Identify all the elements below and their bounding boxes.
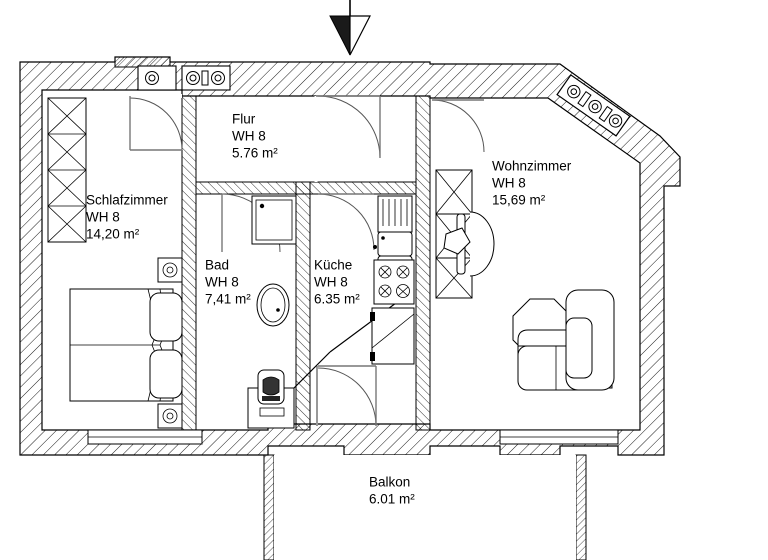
window-top-center [181, 65, 231, 91]
bedroom-outlet-top [157, 257, 183, 283]
room-name-flur: Flur [232, 112, 256, 127]
room-label-flur: Flur WH 8 5.76 m² [232, 112, 278, 161]
stove-four-burner [373, 259, 415, 305]
washbasin [247, 351, 331, 429]
interior-walls [181, 95, 431, 431]
room-unit-flur: WH 8 [232, 129, 266, 144]
window-bedroom-bottom [87, 429, 203, 445]
window-balcony-living [499, 429, 619, 445]
door-entry [314, 95, 381, 182]
radiator [377, 195, 413, 233]
room-label-balkon: Balkon 6.01 m² [369, 475, 415, 507]
room-unit-bad: WH 8 [205, 275, 239, 290]
room-name-wohnzimmer: Wohnzimmer [492, 159, 572, 174]
toilet [256, 283, 290, 327]
window-angled-wall [556, 74, 631, 137]
north-arrow-icon [329, 0, 371, 56]
shower [251, 195, 297, 245]
room-area-bad: 7,41 m² [205, 292, 251, 307]
room-name-bad: Bad [205, 258, 229, 273]
bedroom-outlet-bottom [157, 403, 183, 429]
door-bedroom [129, 94, 183, 151]
room-area-kueche: 6.35 m² [314, 292, 360, 307]
wardrobe [47, 97, 87, 243]
room-area-wohnzimmer: 15,69 m² [492, 193, 546, 208]
window-top-left [137, 65, 177, 91]
room-unit-wohnzimmer: WH 8 [492, 176, 526, 191]
room-label-schlafzimmer: Schlafzimmer WH 8 14,20 m² [86, 193, 168, 242]
door-balcony [316, 365, 377, 427]
door-livingroom [431, 99, 485, 153]
room-name-schlafzimmer: Schlafzimmer [86, 193, 168, 208]
room-unit-schlafzimmer: WH 8 [86, 210, 120, 225]
shelf-unit [435, 169, 473, 299]
room-label-bad: Bad WH 8 7,41 m² [205, 258, 251, 307]
room-label-wohnzimmer: Wohnzimmer WH 8 15,69 m² [492, 159, 572, 208]
chair [443, 211, 495, 277]
room-area-flur: 5.76 m² [232, 146, 278, 161]
balcony-structure [263, 454, 587, 560]
room-name-balkon: Balkon [369, 475, 410, 490]
kitchen-counter [370, 307, 415, 365]
room-unit-kueche: WH 8 [314, 275, 348, 290]
room-label-kueche: Küche WH 8 6.35 m² [314, 258, 360, 307]
bed-double [69, 288, 183, 402]
sofa-sectional [517, 289, 615, 391]
room-area-balkon: 6.01 m² [369, 492, 415, 507]
room-area-schlafzimmer: 14,20 m² [86, 227, 140, 242]
room-name-kueche: Küche [314, 258, 352, 273]
door-kitchen [317, 193, 375, 251]
